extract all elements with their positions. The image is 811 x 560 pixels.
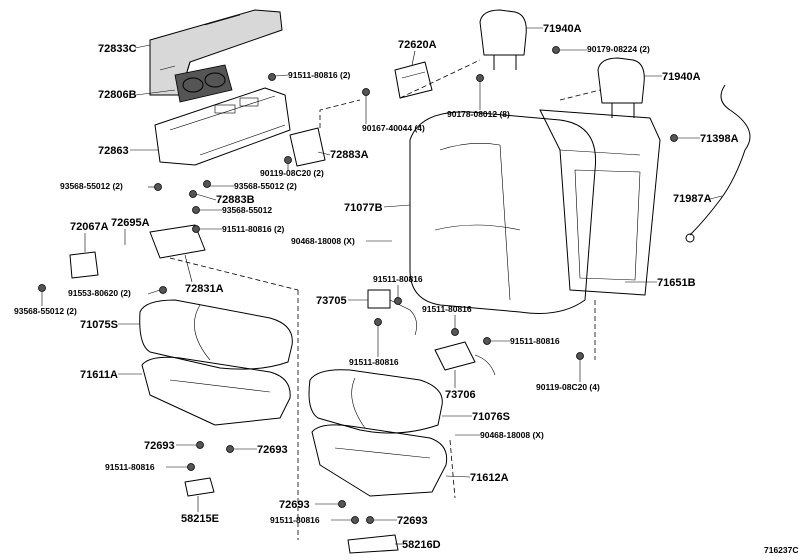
diagram-code: 716237C bbox=[764, 545, 799, 555]
label-90468-18008-x-1: 90468-18008 (X) bbox=[291, 236, 355, 246]
seat-cushion-frame-right-drawing bbox=[311, 424, 448, 497]
label-72833C: 72833C bbox=[98, 43, 137, 55]
label-72883A: 72883A bbox=[330, 149, 369, 161]
label-71076S: 71076S bbox=[472, 411, 510, 423]
seat-back-frame-drawing bbox=[539, 109, 661, 296]
label-90178-08012-8: 90178-08012 (8) bbox=[447, 109, 510, 119]
headrest-right-drawing bbox=[597, 57, 645, 118]
label-90167-40044-4: 90167-40044 (4) bbox=[362, 123, 425, 133]
label-71651B: 71651B bbox=[657, 277, 696, 289]
label-71940A-2: 71940A bbox=[662, 71, 701, 83]
bracket-72831A-drawing bbox=[149, 224, 206, 259]
label-71075S: 71075S bbox=[80, 319, 118, 331]
label-71077B: 71077B bbox=[344, 202, 383, 214]
label-58215E: 58215E bbox=[181, 513, 219, 525]
label-72883B: 72883B bbox=[216, 194, 255, 206]
label-58216D: 58216D bbox=[402, 539, 441, 551]
label-90119-08C20-2: 90119-08C20 (2) bbox=[260, 168, 324, 178]
label-93568-55012-2-c: 93568-55012 (2) bbox=[14, 306, 77, 316]
label-90119-08C20-4: 90119-08C20 (4) bbox=[536, 382, 600, 392]
motor-73706-drawing bbox=[434, 341, 496, 376]
label-72695A: 72695A bbox=[111, 217, 150, 229]
label-72693-a: 72693 bbox=[144, 440, 175, 452]
label-72693-c: 72693 bbox=[279, 499, 310, 511]
bracket-72883A-drawing bbox=[289, 127, 326, 167]
armrest-body-drawing bbox=[154, 87, 291, 166]
label-90179-08224-2: 90179-08224 (2) bbox=[587, 44, 650, 54]
label-71612A: 71612A bbox=[470, 472, 509, 484]
label-93568-55012-2-b: 93568-55012 (2) bbox=[234, 181, 297, 191]
label-72863: 72863 bbox=[98, 145, 129, 157]
cover-72067A-drawing bbox=[69, 251, 99, 279]
cable-drawing bbox=[685, 84, 751, 243]
label-71398A: 71398A bbox=[700, 133, 739, 145]
seat-cushion-frame-left-drawing bbox=[141, 356, 291, 426]
label-91511-80816-b: 91511-80816 bbox=[422, 304, 472, 314]
seat-cushion-left-drawing bbox=[139, 299, 293, 370]
label-73705: 73705 bbox=[316, 295, 347, 307]
seat-cushion-right-drawing bbox=[308, 369, 443, 434]
label-71987A: 71987A bbox=[673, 193, 712, 205]
motor-73705-drawing bbox=[367, 289, 417, 336]
bracket-58216D-drawing bbox=[347, 534, 399, 554]
label-91553-80620-2: 91553-80620 (2) bbox=[68, 288, 131, 298]
label-71940A-1: 71940A bbox=[543, 23, 582, 35]
fastener-icons bbox=[38, 46, 678, 524]
label-91511-80816-2-a: 91511-80816 (2) bbox=[288, 70, 351, 80]
label-93568-55012: 93568-55012 bbox=[222, 205, 272, 215]
bracket-58215E-drawing bbox=[184, 477, 215, 497]
label-90468-18008-x-2: 90468-18008 (X) bbox=[480, 430, 544, 440]
label-72806B: 72806B bbox=[98, 89, 137, 101]
hinge-bracket-drawing bbox=[394, 61, 433, 99]
label-71611A: 71611A bbox=[80, 369, 118, 381]
label-91511-80816-e: 91511-80816 bbox=[105, 462, 155, 472]
label-72620A: 72620A bbox=[398, 39, 437, 51]
label-72693-d: 72693 bbox=[397, 515, 428, 527]
label-93568-55012-2-a: 93568-55012 (2) bbox=[60, 181, 123, 191]
label-91511-80816-a: 91511-80816 bbox=[373, 274, 423, 284]
seat-back-cover-drawing bbox=[409, 111, 597, 314]
label-91511-80816-f: 91511-80816 bbox=[270, 515, 320, 525]
label-73706: 73706 bbox=[445, 389, 476, 401]
part-labels: 72833C 72806B 91511-80816 (2) 72620A 719… bbox=[14, 23, 799, 555]
cup-holder-drawing bbox=[174, 64, 233, 103]
label-72693-b: 72693 bbox=[257, 444, 288, 456]
label-72067A: 72067A bbox=[70, 221, 109, 233]
label-91511-80816-d: 91511-80816 bbox=[349, 357, 399, 367]
label-91511-80816-c: 91511-80816 bbox=[510, 336, 560, 346]
assembly-lines bbox=[169, 59, 601, 540]
label-72831A: 72831A bbox=[185, 283, 224, 295]
headrest-left-drawing bbox=[479, 9, 527, 70]
label-91511-80816-2-b: 91511-80816 (2) bbox=[222, 224, 285, 234]
